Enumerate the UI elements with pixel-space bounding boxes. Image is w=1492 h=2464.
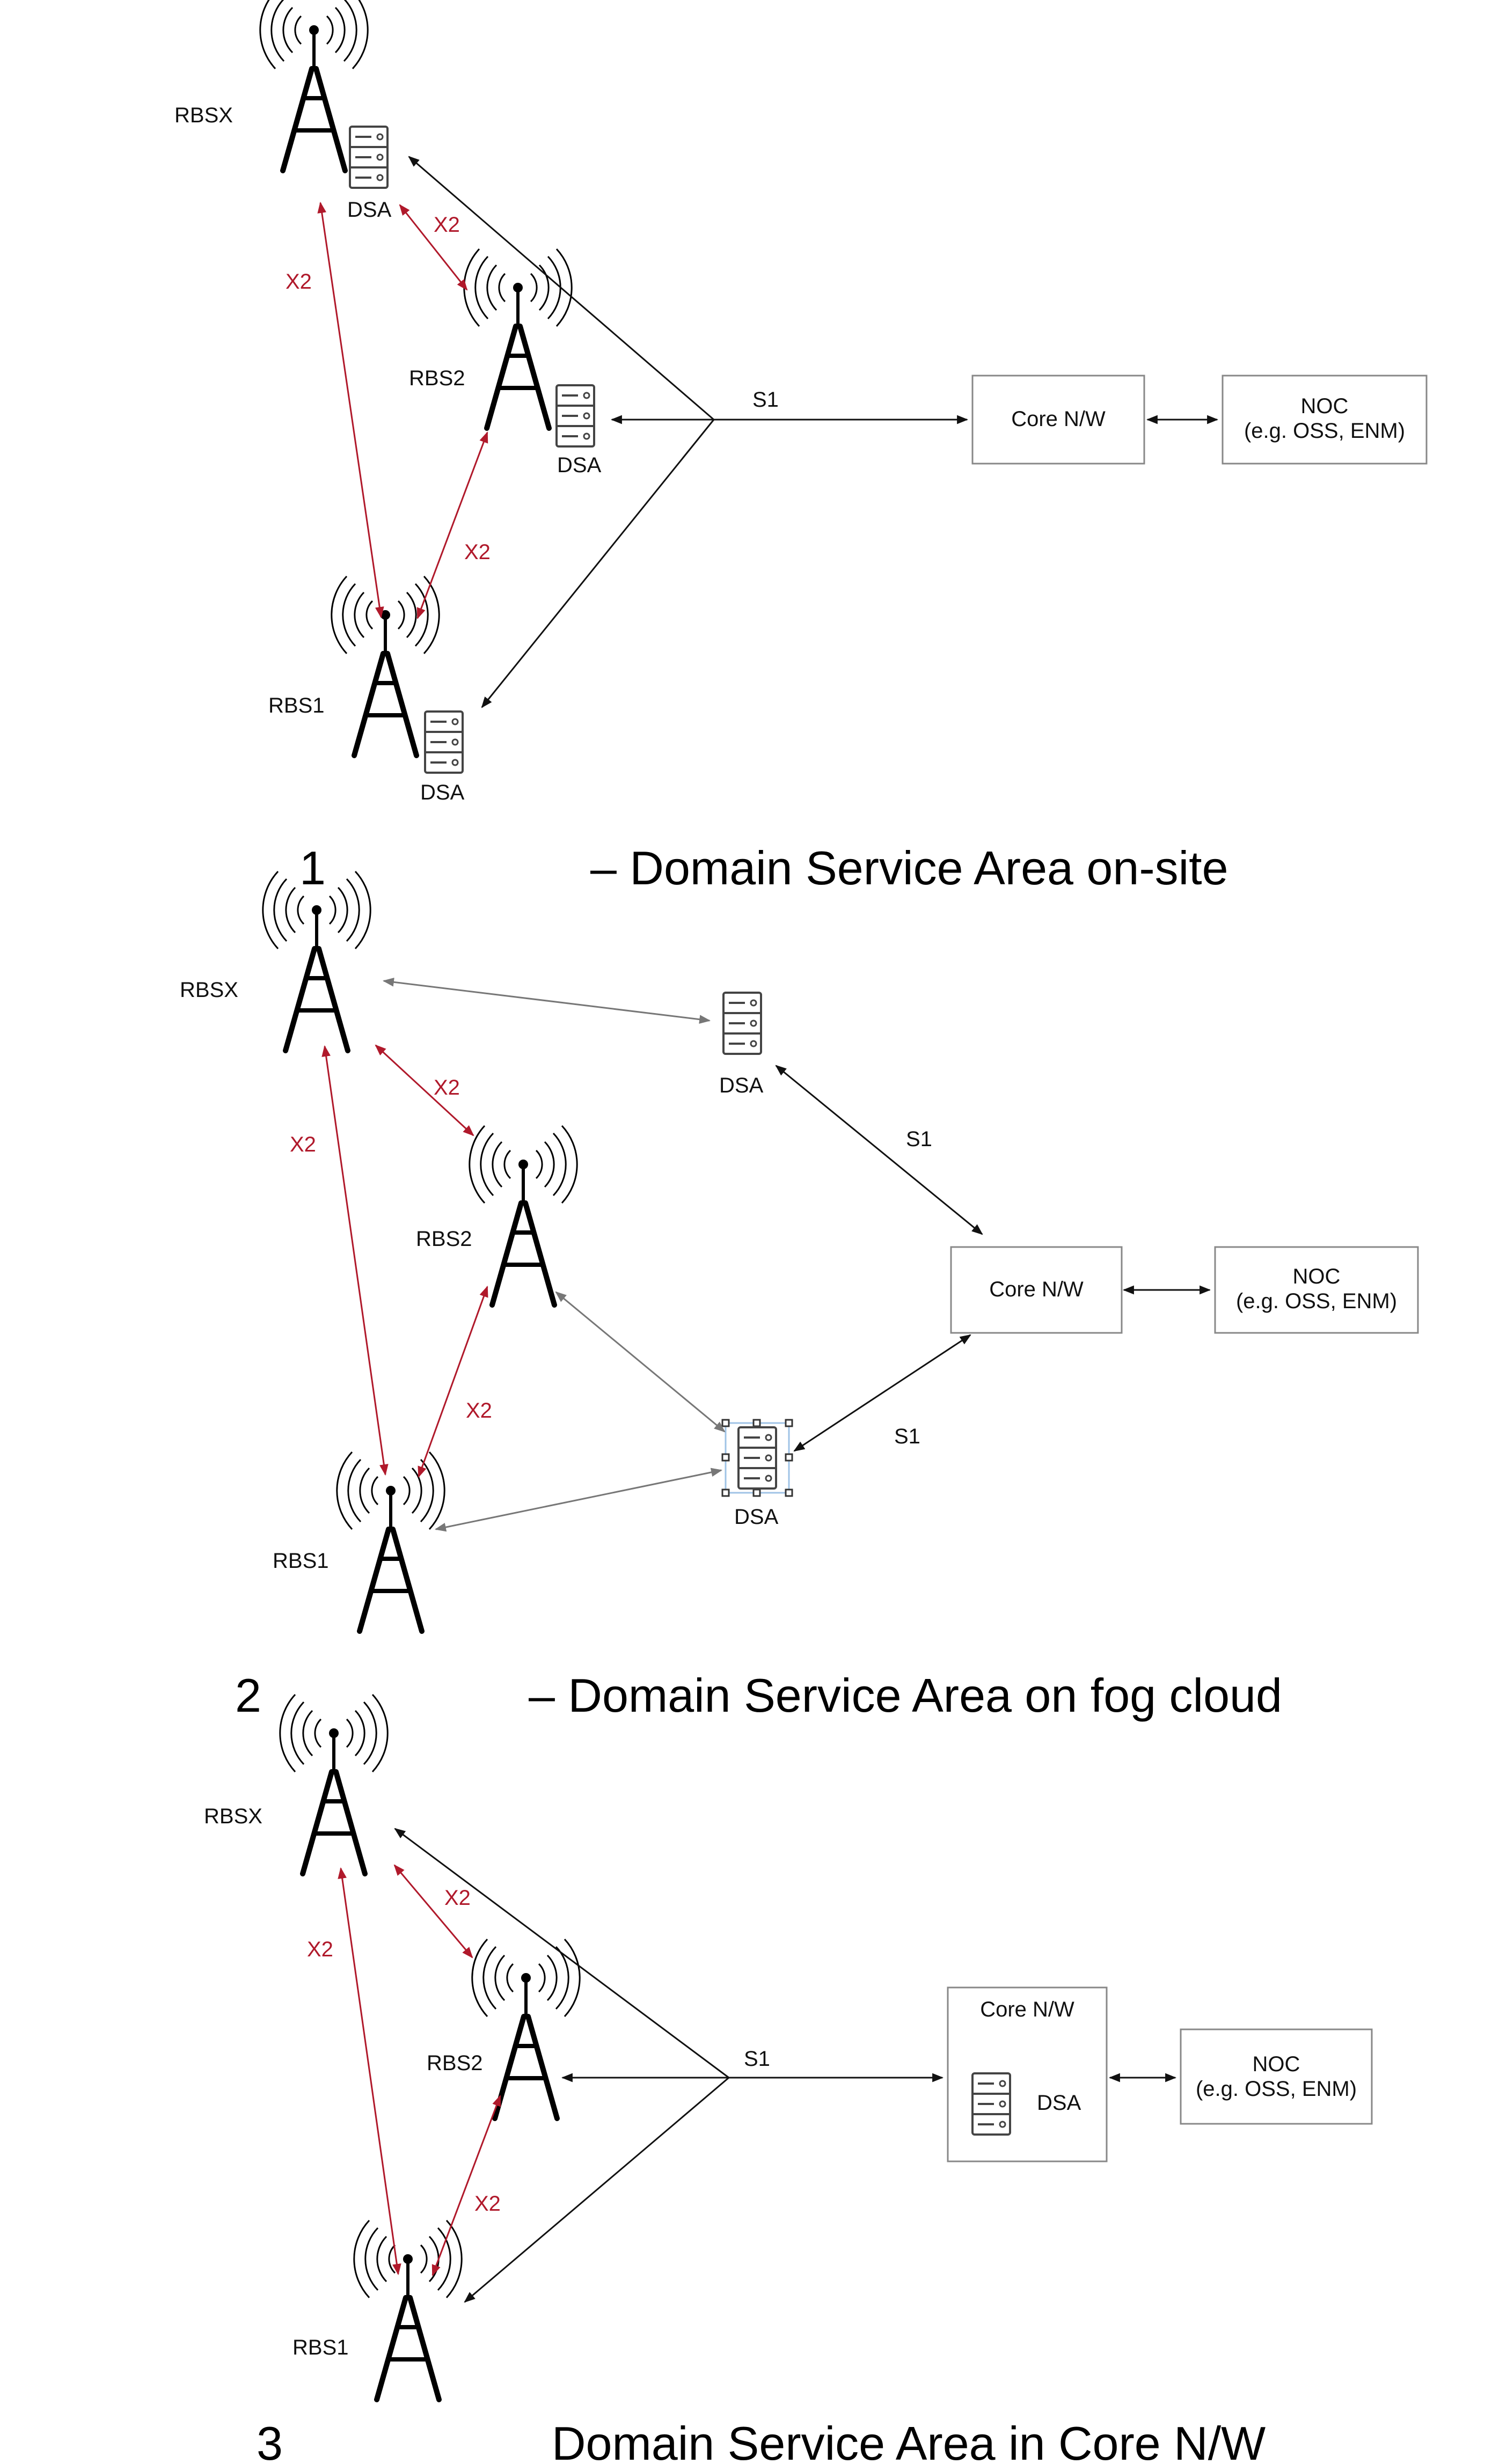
server-rack-icon — [971, 2072, 1011, 2136]
server-rack-icon — [424, 710, 464, 774]
x2-link — [338, 1867, 401, 2276]
x2-link — [418, 1286, 488, 1478]
rbs1-label: RBS1 — [292, 2336, 349, 2359]
x2-label: X2 — [474, 2192, 501, 2216]
core-network-label: Core N/W — [1011, 407, 1106, 431]
s1-link — [793, 1334, 971, 1452]
x2-label: X2 — [307, 1938, 333, 1961]
noc-label: NOC — [1301, 394, 1349, 418]
dsa-label: DSA — [734, 1505, 779, 1529]
noc-box — [1180, 2028, 1373, 2125]
x2-link — [416, 431, 488, 619]
noc-box — [1222, 375, 1428, 465]
core-network-label: Core N/W — [980, 1998, 1074, 2021]
rbsx-tower-icon — [263, 871, 370, 1051]
dsa-label: DSA — [719, 1074, 764, 1097]
noc-label: NOC — [1253, 2052, 1300, 2076]
s1-link — [481, 419, 715, 708]
s1-link — [394, 1828, 729, 2079]
rbs2-label: RBS2 — [416, 1227, 472, 1251]
dsa-label: DSA — [420, 781, 465, 804]
rbs1-dsa-link — [434, 1468, 723, 1532]
rbs1-tower-icon — [354, 2220, 462, 2400]
s1-link — [775, 1065, 983, 1235]
core-network-box — [971, 375, 1145, 465]
x2-label: X2 — [466, 1399, 492, 1422]
core-network-box — [950, 1246, 1123, 1334]
rbs2-dsa-link — [555, 1291, 726, 1433]
rbs2-label: RBS2 — [427, 2051, 483, 2075]
s1-link — [464, 2077, 729, 2303]
figure-3-caption: Domain Service Area in Core N/W — [552, 2417, 1266, 2464]
server-rack-icon — [737, 1426, 777, 1490]
s1-link — [408, 156, 714, 421]
x2-link — [375, 1044, 474, 1136]
noc-box — [1214, 1246, 1419, 1334]
server-rack-icon — [349, 126, 389, 189]
rbs1-tower-icon — [337, 1452, 444, 1631]
selected-dsa-node — [721, 1419, 793, 1497]
server-rack-icon — [555, 384, 595, 448]
noc-example-label: (e.g. OSS, ENM) — [1236, 1289, 1397, 1313]
noc-example-label: (e.g. OSS, ENM) — [1244, 419, 1405, 443]
s1-label: S1 — [744, 2047, 770, 2071]
rbsx-label: RBSX — [204, 1805, 262, 1828]
figure-1-number: 1 — [299, 841, 326, 894]
x2-label: X2 — [444, 1886, 471, 1910]
s1-label: S1 — [752, 388, 779, 412]
x2-label: X2 — [286, 270, 312, 294]
x2-link — [321, 1045, 389, 1476]
x2-link — [317, 201, 384, 619]
rbs1-label: RBS1 — [268, 694, 325, 717]
rbs1-label: RBS1 — [273, 1549, 329, 1573]
rbs2-tower-icon — [472, 1939, 580, 2118]
server-rack-icon — [722, 992, 762, 1055]
dsa-label: DSA — [1037, 2091, 1081, 2115]
x2-label: X2 — [434, 213, 460, 237]
figure-3-number: 3 — [257, 2417, 283, 2464]
x2-label: X2 — [434, 1076, 460, 1099]
figure-1-dsa-on-site: RBSX RBS2 RBS1 DSA DSA DSA X2 X2 X2 S1 C… — [174, 0, 1428, 894]
x2-link — [399, 204, 468, 291]
noc-label: NOC — [1293, 1265, 1341, 1288]
x2-label: X2 — [464, 540, 491, 564]
x2-label: X2 — [290, 1133, 316, 1156]
s1-label: S1 — [906, 1127, 932, 1151]
dsa-label: DSA — [347, 198, 392, 222]
figure-2-dsa-on-fog-cloud: RBSX RBS2 RBS1 DSA DSA X2 X2 X2 — [180, 871, 1419, 1722]
figure-3-dsa-in-core-network: RBSX RBS2 RBS1 X2 X2 X2 S1 Core N/W DSA … — [204, 1695, 1373, 2464]
x2-link — [393, 1864, 473, 1959]
x2-link — [431, 2095, 501, 2276]
rbsx-tower-icon — [280, 1695, 387, 1874]
figure-2-caption: – Domain Service Area on fog cloud — [529, 1669, 1282, 1722]
figure-1-caption: – Domain Service Area on-site — [590, 841, 1228, 894]
figure-2-number: 2 — [235, 1669, 261, 1722]
rbsx-label: RBSX — [174, 104, 233, 127]
rbsx-dsa-link — [382, 977, 711, 1024]
rbs2-label: RBS2 — [409, 366, 465, 390]
rbsx-label: RBSX — [180, 978, 238, 1002]
noc-example-label: (e.g. OSS, ENM) — [1196, 2077, 1357, 2101]
s1-label: S1 — [894, 1425, 920, 1448]
dsa-label: DSA — [557, 453, 602, 477]
core-network-label: Core N/W — [989, 1278, 1084, 1301]
rbs2-tower-icon — [470, 1126, 577, 1305]
